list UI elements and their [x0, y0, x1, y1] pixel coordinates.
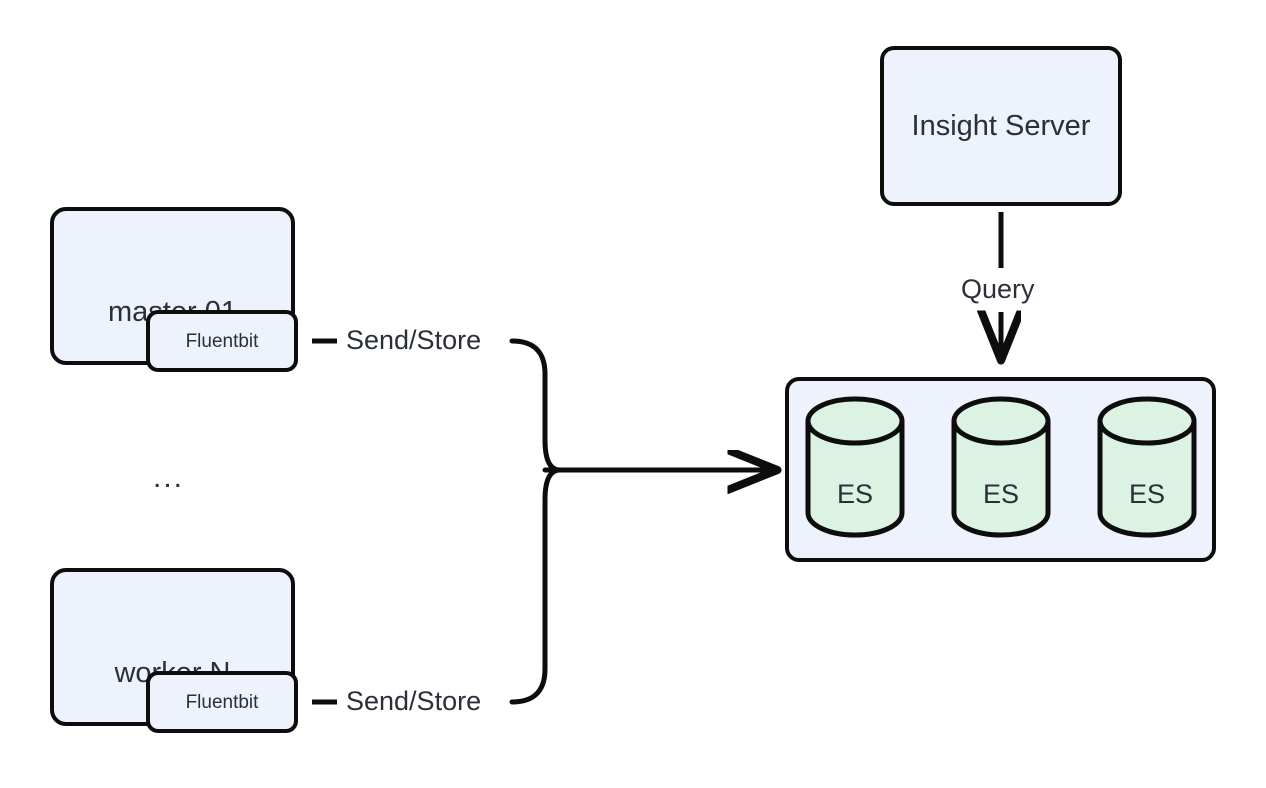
nodes-ellipsis: ...	[153, 461, 185, 494]
node-master-fluentbit[interactable]: Fluentbit	[146, 310, 298, 372]
node-master-fluentbit-label: Fluentbit	[185, 330, 259, 352]
es-instance-3[interactable]: ES	[1097, 396, 1197, 538]
es-instance-2-label: ES	[983, 479, 1019, 509]
edge-label-insight-query: Query	[961, 274, 1035, 304]
es-instance-2[interactable]: ES	[951, 396, 1051, 538]
node-worker-fluentbit-label: Fluentbit	[185, 691, 259, 713]
node-insight-server-label: Insight Server	[911, 109, 1091, 142]
node-insight-server[interactable]: Insight Server	[880, 46, 1122, 206]
edge-label-worker-send-store: Send/Store	[346, 686, 482, 716]
node-worker-fluentbit[interactable]: Fluentbit	[146, 671, 298, 733]
edge-label-master-send-store: Send/Store	[346, 325, 482, 355]
es-instance-3-label: ES	[1129, 479, 1165, 509]
es-instance-1-label: ES	[837, 479, 873, 509]
es-instance-1[interactable]: ES	[805, 396, 905, 538]
